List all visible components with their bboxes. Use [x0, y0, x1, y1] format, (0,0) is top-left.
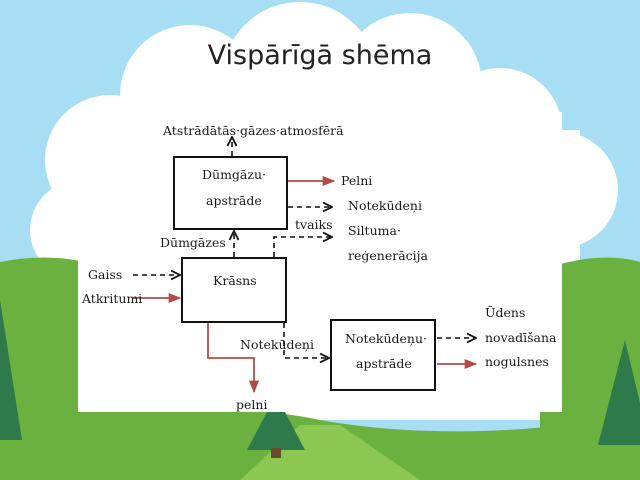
heat-recovery-arrow	[273, 237, 332, 257]
tree-left	[0, 300, 22, 440]
ash-top-label: Pelni	[341, 173, 372, 188]
sludge-label: nogulsnes	[485, 354, 549, 369]
flue-treatment-box	[173, 156, 288, 230]
flue-gases-label: Dūmgāzes	[160, 235, 226, 250]
diagram-panel: Dūmgāzu· apstrāde Krāsns Notekūdeņu· aps…	[78, 112, 562, 412]
air-label: Gaiss	[88, 267, 122, 282]
tree-center	[247, 395, 305, 458]
wastewater-in-label: Notekūdeņi	[240, 337, 314, 352]
waste-label: Atkritumi	[81, 291, 142, 306]
flue-treatment-line1: Dūmgāzu·	[202, 167, 266, 182]
ash-bottom-label: pelni	[236, 397, 267, 412]
wastewater-treatment-line1: Notekūdeņu·	[345, 331, 427, 346]
heat-recovery-line1: Siltuma·	[348, 223, 401, 238]
discharge-label: novadīšana	[485, 330, 557, 345]
wastewater-treatment-line2: apstrāde	[356, 356, 412, 371]
flow-diagram: Dūmgāzu· apstrāde Krāsns Notekūdeņu· aps…	[81, 123, 557, 412]
wastewater-in-arrow	[283, 323, 329, 358]
furnace-label: Krāsns	[213, 273, 257, 288]
steam-label: tvaiks	[295, 217, 333, 232]
wastewater-out-label: Notekūdeņi	[348, 198, 422, 213]
heat-recovery-line2: reģenerācija	[348, 248, 429, 263]
tree-right	[598, 340, 640, 445]
exhaust-label: Atstrādātās·gāzes·atmosfērā	[162, 123, 344, 138]
flue-treatment-line2: apstrāde	[206, 193, 262, 208]
ash-bottom-arrow	[207, 323, 260, 394]
furnace-box	[181, 257, 287, 323]
wastewater-treatment-box	[330, 319, 436, 391]
slide-title: Vispārīgā shēma	[207, 40, 433, 71]
water-label: Ūdens	[485, 305, 525, 320]
